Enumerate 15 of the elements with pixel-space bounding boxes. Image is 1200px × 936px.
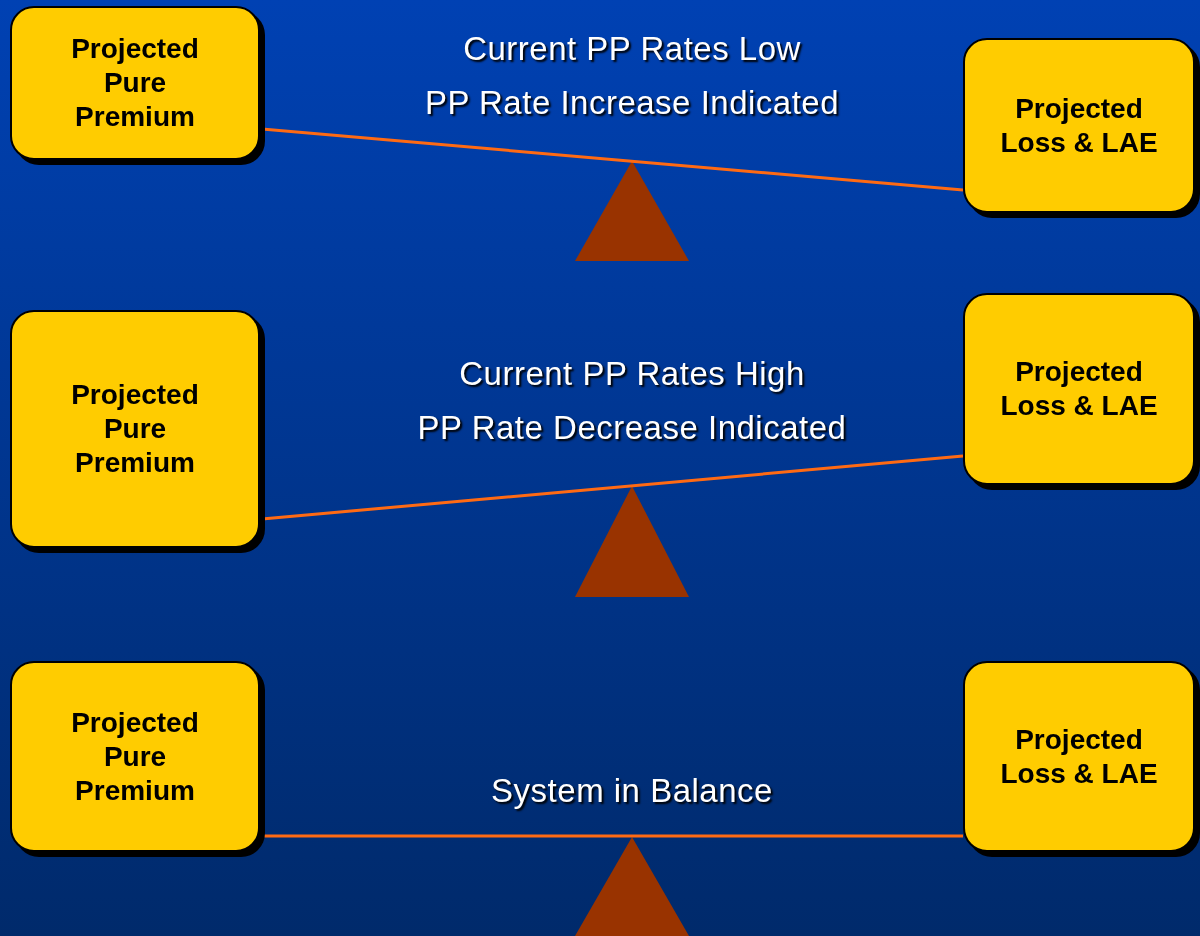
- caption-text: Current PP Rates Low: [463, 30, 801, 68]
- caption-text: PP Rate Decrease Indicated: [417, 409, 847, 447]
- beam-line: [262, 834, 963, 838]
- caption-text: Current PP Rates High: [459, 355, 805, 393]
- fulcrum-triangle: [575, 486, 689, 597]
- box-label: Projected Loss & LAE: [999, 355, 1159, 423]
- fulcrum-triangle: [575, 837, 689, 936]
- box-label: Projected Pure Premium: [70, 705, 200, 808]
- fulcrum-triangle: [575, 161, 689, 261]
- caption-text: System in Balance: [491, 772, 773, 810]
- caption-text: PP Rate Increase Indicated: [424, 84, 840, 122]
- box-label: Projected Pure Premium: [70, 378, 200, 480]
- box-label: Projected Loss & LAE: [999, 91, 1159, 160]
- box-label: Projected Pure Premium: [70, 32, 200, 134]
- box-label: Projected Loss & LAE: [999, 722, 1159, 791]
